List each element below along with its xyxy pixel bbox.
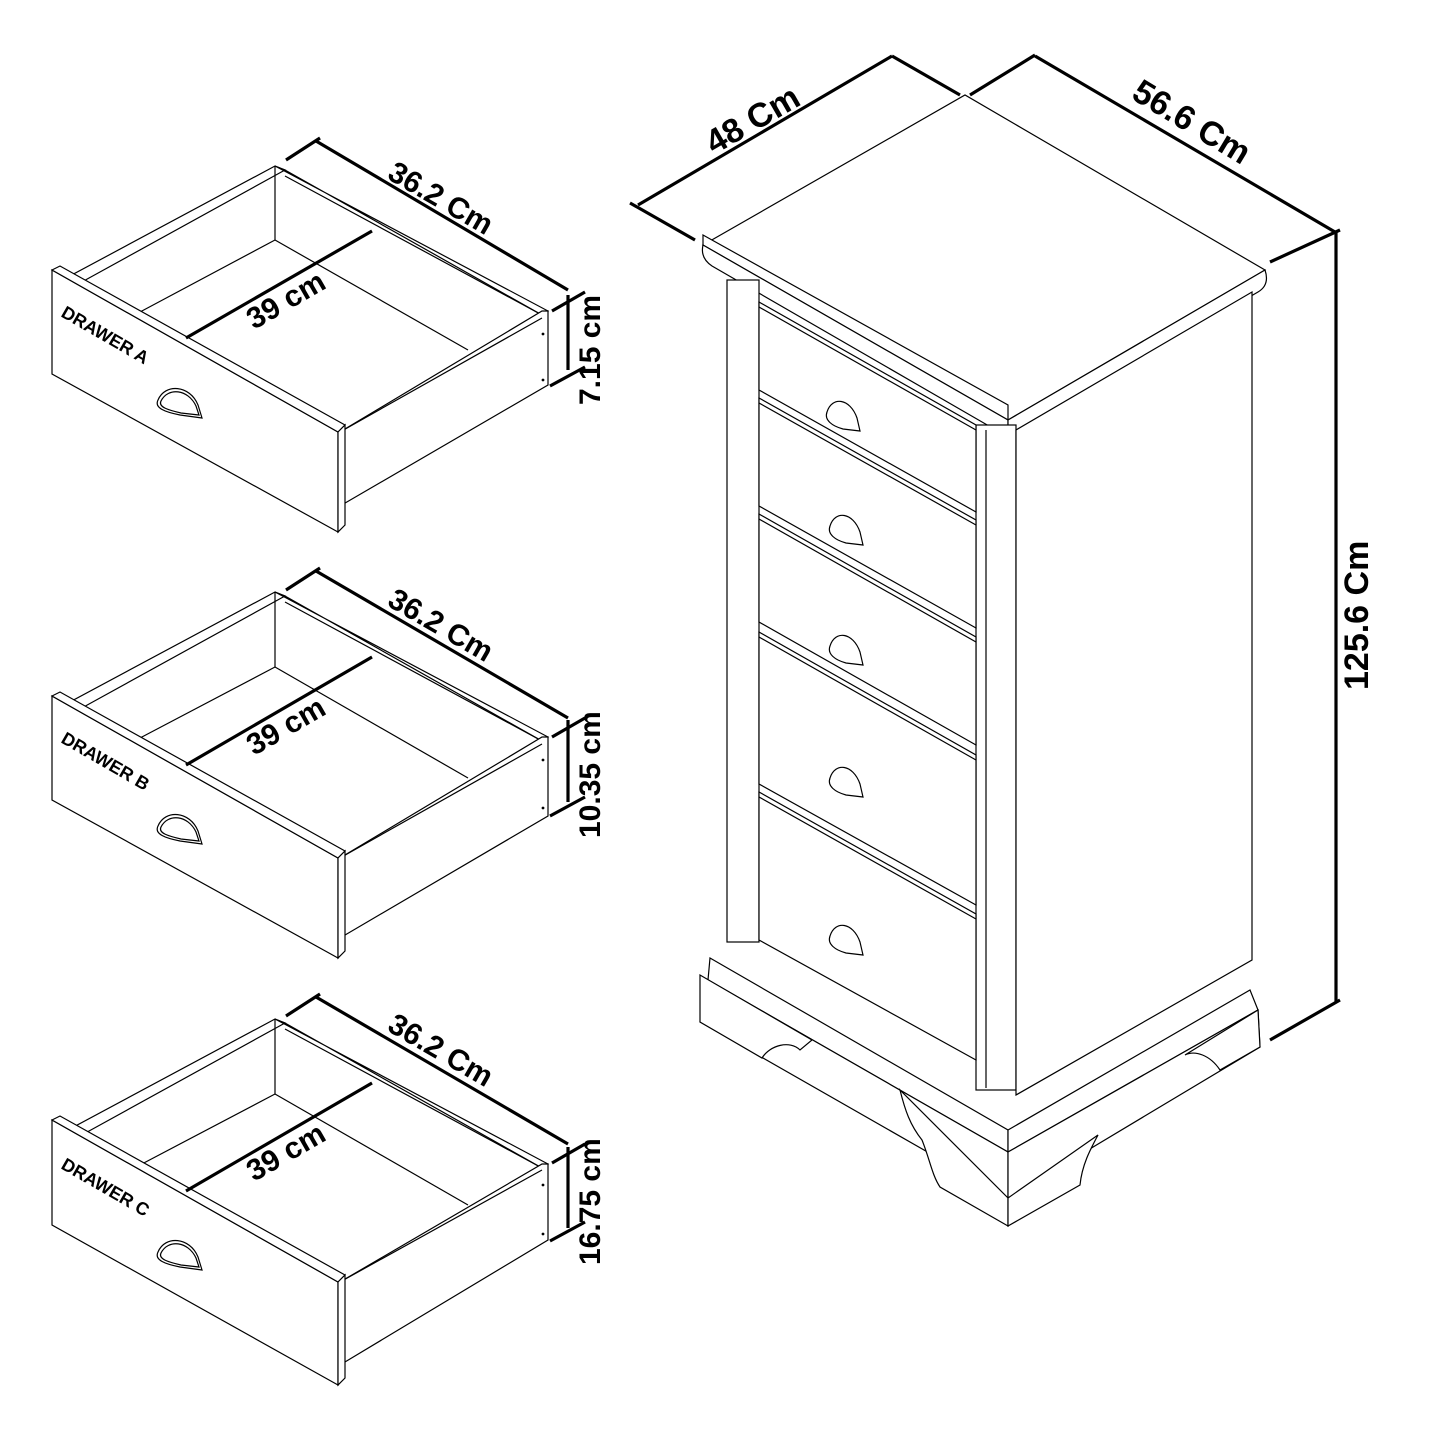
drawer-b-width-label: 39 cm	[241, 691, 331, 762]
chest-depth-label: 48 Cm	[699, 78, 806, 162]
drawer-a-height-label: 7.15 cm	[574, 295, 607, 405]
drawer-b-illustration	[50, 566, 586, 960]
drawer-b-height-label: 10.35 cm	[574, 711, 607, 838]
chest-height-label: 125.6 Cm	[1338, 541, 1376, 690]
drawer-c-height-label: 16.75 cm	[574, 1138, 607, 1265]
drawer-a-length-label: 36.2 Cm	[383, 155, 499, 241]
drawer-b-length-label: 36.2 Cm	[383, 582, 499, 668]
drawer-c-length-label: 36.2 Cm	[383, 1007, 499, 1093]
drawer-c-width-label: 39 cm	[241, 1117, 331, 1188]
drawer-a-illustration	[50, 136, 586, 534]
drawer-a-width-label: 39 cm	[241, 265, 331, 336]
drawer-c-illustration	[50, 992, 586, 1387]
chest-illustration	[629, 53, 1341, 1228]
